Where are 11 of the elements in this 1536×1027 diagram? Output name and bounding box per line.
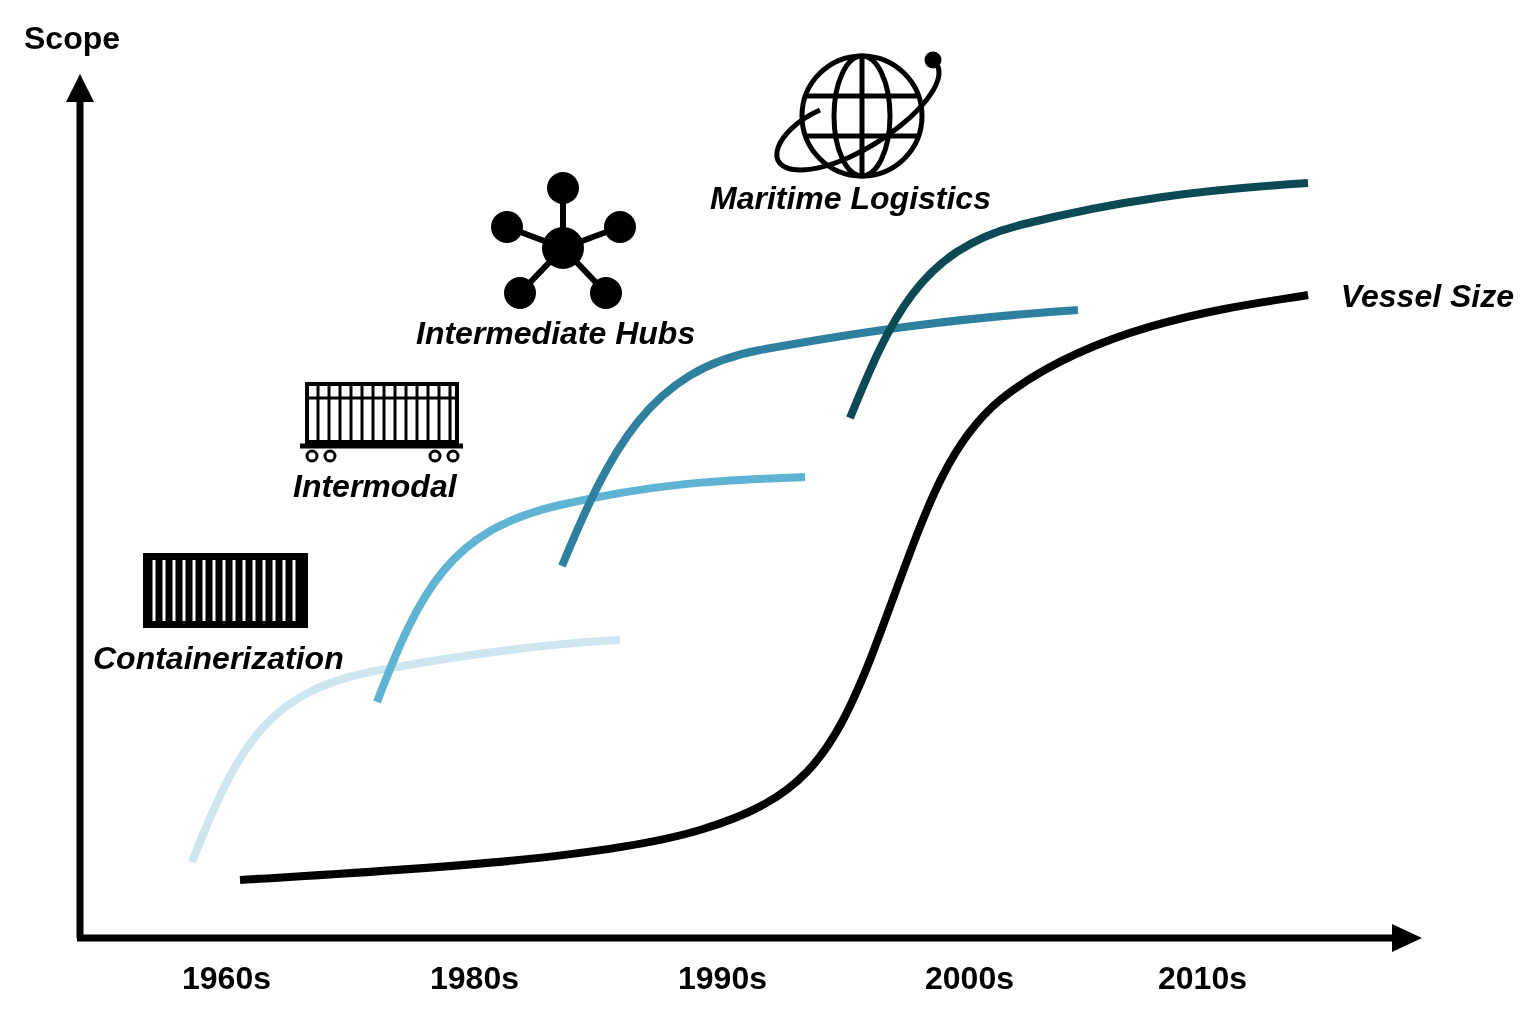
tick-label: 1960s (182, 959, 271, 998)
tick-label: 2000s (925, 959, 1014, 998)
curve-label: Intermodal (293, 467, 457, 506)
curve-label: Maritime Logistics (710, 179, 991, 218)
curve-label: Containerization (93, 639, 344, 678)
curve-label: Vessel Size (1340, 277, 1514, 316)
tick-label: 1990s (678, 959, 767, 998)
curve-label: Intermediate Hubs (416, 314, 696, 353)
tick-label: 1980s (430, 959, 519, 998)
axis-title: Scope (24, 19, 121, 58)
tick-label: 2010s (1158, 959, 1247, 998)
